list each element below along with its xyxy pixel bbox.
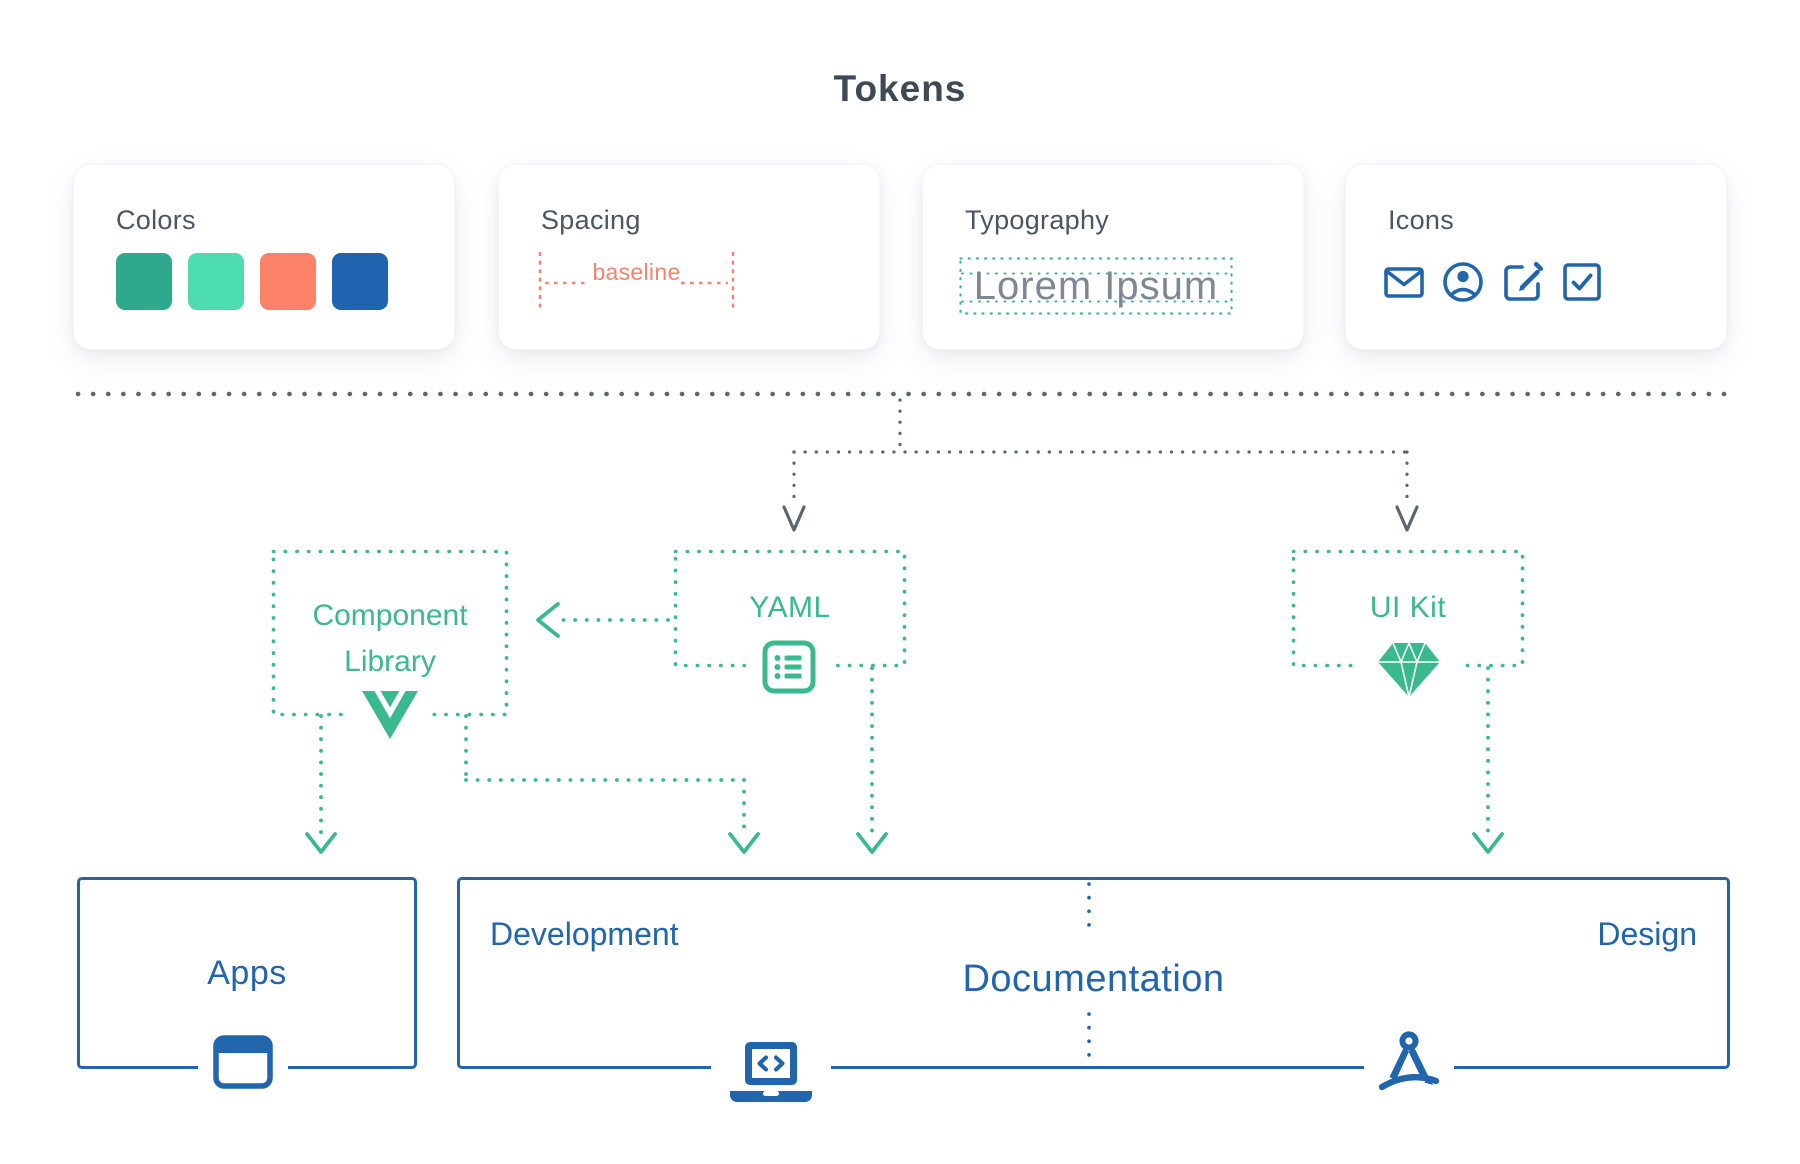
color-swatch-salmon xyxy=(260,253,316,310)
edit-icon xyxy=(1504,261,1544,301)
card-spacing: Spacing baseline xyxy=(498,164,880,350)
development-section-label: Development xyxy=(490,916,679,952)
arrowhead-down-gray-right xyxy=(1395,505,1419,532)
component-library-line1: Component xyxy=(312,599,468,632)
documentation-label: Documentation xyxy=(962,958,1225,1000)
drafting-compass-icon xyxy=(1364,1030,1454,1094)
design-section-label: Design xyxy=(1597,916,1697,952)
browser-window-icon xyxy=(198,1034,288,1090)
card-icons: Icons xyxy=(1345,164,1727,350)
tokens-branch-connector xyxy=(782,398,1419,532)
page-title: Tokens xyxy=(833,68,967,109)
color-swatch-mint xyxy=(188,253,244,310)
vue-logo-icon xyxy=(348,687,432,743)
color-swatch-green xyxy=(116,253,172,310)
baseline-label: baseline xyxy=(592,259,681,285)
laptop-code-icon xyxy=(711,1040,831,1106)
baseline-measure-icon xyxy=(538,252,735,312)
check-square-icon xyxy=(1563,263,1601,301)
card-spacing-heading: Spacing xyxy=(541,205,641,235)
arrowhead-left-green xyxy=(536,602,560,638)
ui-kit-label: UI Kit xyxy=(1369,591,1447,624)
card-colors: Colors xyxy=(73,164,455,350)
card-typography-heading: Typography xyxy=(965,205,1110,235)
envelope-icon xyxy=(1384,266,1424,298)
yaml-label: YAML xyxy=(749,591,831,624)
component-library-line2: Library xyxy=(344,645,436,678)
documentation-box: Development Design Documentation xyxy=(457,877,1730,1069)
color-swatch-row xyxy=(116,253,388,310)
user-circle-icon xyxy=(1443,262,1483,302)
node-component-library: Component Library xyxy=(273,551,507,685)
sketch-diamond-icon xyxy=(1359,639,1459,701)
color-swatch-blue xyxy=(332,253,388,310)
typography-sample: Lorem Ipsum xyxy=(973,263,1219,308)
card-icons-heading: Icons xyxy=(1388,205,1455,235)
icon-sample-row xyxy=(1384,261,1602,303)
yaml-list-icon xyxy=(750,640,828,694)
text-bounds-icon xyxy=(959,257,1233,315)
card-colors-heading: Colors xyxy=(116,205,196,235)
card-typography: Typography Lorem Ipsum xyxy=(922,164,1304,350)
arrowhead-down-gray-left xyxy=(782,505,806,532)
apps-label: Apps xyxy=(207,953,287,992)
